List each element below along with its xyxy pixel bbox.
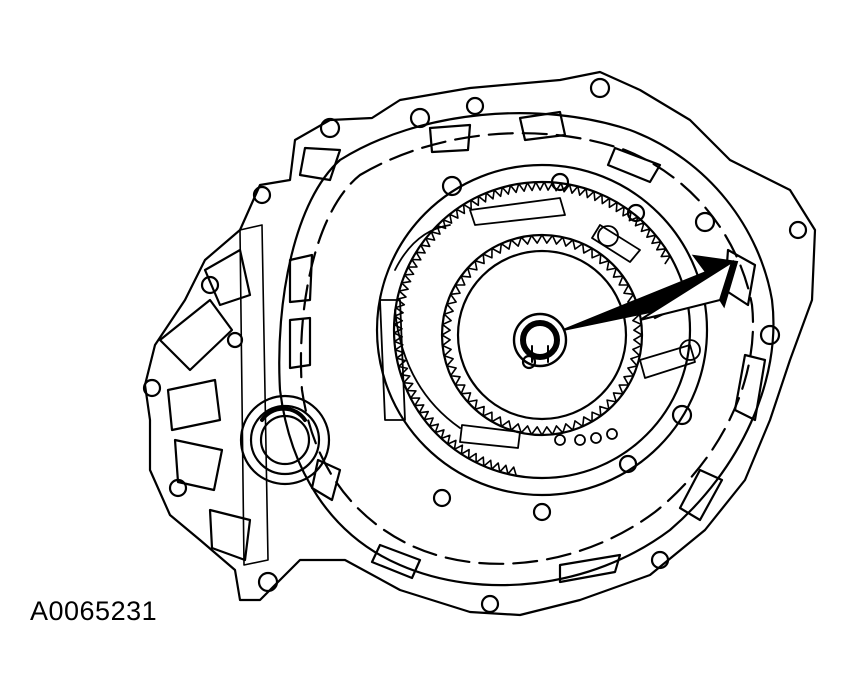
inner-gear <box>440 233 644 437</box>
bolt-hole <box>671 404 693 426</box>
bolt-hole <box>142 378 162 398</box>
bolt-hole <box>226 331 244 349</box>
arrow-icon <box>562 254 739 331</box>
gear-teeth <box>441 234 643 436</box>
bolt-hole <box>200 275 220 295</box>
flange-face <box>278 112 775 587</box>
input-shaft <box>512 312 568 370</box>
internal-details <box>379 197 701 449</box>
bolt-hole <box>252 185 272 205</box>
bolt-hole <box>432 488 452 508</box>
bolt-hole <box>409 107 431 129</box>
bolt-hole <box>480 594 500 614</box>
bolt-hole <box>759 324 781 346</box>
bolt-hole <box>788 220 808 240</box>
gasket-channel <box>299 132 755 565</box>
bolt-hole <box>319 117 341 139</box>
ring-gear <box>375 163 709 497</box>
gear-teeth <box>393 181 671 477</box>
bolt-hole <box>532 502 552 522</box>
bolt-hole <box>694 211 716 233</box>
housing-pockets <box>288 110 767 584</box>
figure-id-label: A0065231 <box>30 596 158 626</box>
side-bracket <box>158 224 269 566</box>
bolt-hole <box>650 550 670 570</box>
bolt-hole <box>257 571 279 593</box>
bolt-hole <box>589 77 611 99</box>
seal-boss <box>239 394 331 486</box>
housing-outline <box>143 70 817 617</box>
bolt-hole <box>465 96 485 116</box>
